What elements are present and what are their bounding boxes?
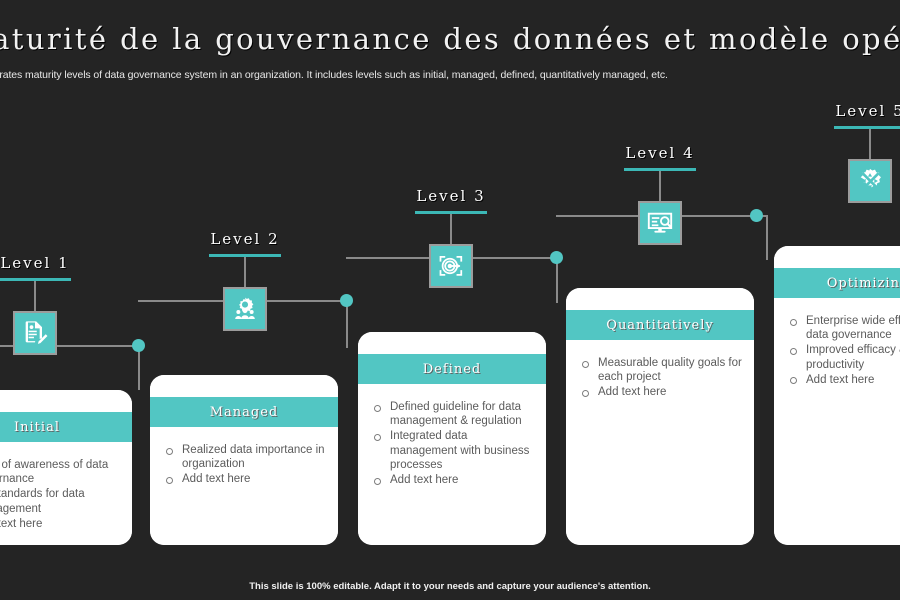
level-label-3: Level 3 <box>416 187 486 205</box>
card-quantitatively-body: Measurable quality goals for each projec… <box>566 340 754 545</box>
card-defined-title: Defined <box>422 361 482 377</box>
card-quantitatively-top <box>566 288 754 310</box>
card-defined-header: Defined <box>358 354 546 384</box>
list-item: Add text here <box>0 517 120 531</box>
level-label-2: Level 2 <box>210 230 280 248</box>
gear-people-icon[interactable] <box>223 287 267 331</box>
target-arrow-icon[interactable] <box>429 244 473 288</box>
card-optimizing-title: Optimizing <box>826 275 900 291</box>
card-initial-body: Lack of awareness of data governance No … <box>0 442 132 545</box>
level-underline-1 <box>0 278 71 281</box>
card-initial[interactable]: Initial Lack of awareness of data govern… <box>0 390 132 545</box>
card-initial-title: Initial <box>14 419 60 435</box>
level-marker-3: Level 3 <box>396 187 506 288</box>
card-managed-body: Realized data importance in organization… <box>150 427 338 545</box>
card-optimizing-top <box>774 246 900 268</box>
level-marker-4: Level 4 <box>605 144 715 245</box>
card-managed-header: Managed <box>150 397 338 427</box>
level-underline-2 <box>209 254 281 257</box>
connector-node-2 <box>340 294 353 307</box>
connector-node-3 <box>550 251 563 264</box>
level-stem-4 <box>659 171 661 201</box>
card-initial-top <box>0 390 132 412</box>
monitor-search-icon[interactable] <box>638 201 682 245</box>
list-item: Add text here <box>372 473 534 487</box>
card-quantitatively-title: Quantitatively <box>606 317 714 333</box>
level-label-5: Level 5 <box>835 102 900 120</box>
rail-h-1 <box>0 345 140 347</box>
level-marker-2: Level 2 <box>190 230 300 331</box>
list-item: Add text here <box>788 373 900 387</box>
document-checklist-icon[interactable] <box>13 311 57 355</box>
list-item: Realized data importance in organization <box>164 443 326 471</box>
card-quantitatively-header: Quantitatively <box>566 310 754 340</box>
list-item: No standards for data management <box>0 487 120 515</box>
level-underline-5 <box>834 126 900 129</box>
rail-v-4 <box>766 215 768 260</box>
level-label-1: Level 1 <box>0 254 70 272</box>
level-marker-1: Level 1 <box>0 254 90 355</box>
rail-v-1 <box>138 345 140 390</box>
card-managed-top <box>150 375 338 397</box>
level-underline-4 <box>624 168 696 171</box>
level-label-4: Level 4 <box>625 144 695 162</box>
card-quantitatively[interactable]: Quantitatively Measurable quality goals … <box>566 288 754 545</box>
card-managed[interactable]: Managed Realized data importance in orga… <box>150 375 338 545</box>
level-stem-3 <box>450 214 452 244</box>
list-item: Measurable quality goals for each projec… <box>580 356 742 384</box>
level-stem-5 <box>869 129 871 159</box>
footer-note: This slide is 100% editable. Adapt it to… <box>249 581 651 592</box>
card-optimizing-body: Enterprise wide effort for data governan… <box>774 298 900 545</box>
list-item: Add text here <box>164 472 326 486</box>
list-item: Defined guideline for data management & … <box>372 400 534 428</box>
gear-optimize-icon[interactable] <box>848 159 892 203</box>
level-underline-3 <box>415 211 487 214</box>
level-stem-2 <box>244 257 246 287</box>
card-optimizing-header: Optimizing <box>774 268 900 298</box>
card-defined-top <box>358 332 546 354</box>
card-defined[interactable]: Defined Defined guideline for data manag… <box>358 332 546 545</box>
card-initial-header: Initial <box>0 412 132 442</box>
card-managed-title: Managed <box>209 404 279 420</box>
card-defined-body: Defined guideline for data management & … <box>358 384 546 545</box>
list-item: Add text here <box>580 385 742 399</box>
connector-node-1 <box>132 339 145 352</box>
connector-node-4 <box>750 209 763 222</box>
page-subtitle: Demonstrates maturity levels of data gov… <box>0 69 668 81</box>
list-item: Enterprise wide effort for data governan… <box>788 314 900 342</box>
level-marker-5: Level 5 <box>815 102 900 203</box>
page-title: Maturité de la gouvernance des données e… <box>0 22 900 56</box>
card-optimizing[interactable]: Optimizing Enterprise wide effort for da… <box>774 246 900 545</box>
list-item: Improved efficacy & productivity <box>788 343 900 371</box>
list-item: Lack of awareness of data governance <box>0 458 120 486</box>
rail-v-3 <box>556 257 558 303</box>
list-item: Integrated data management with business… <box>372 429 534 472</box>
level-stem-1 <box>34 281 36 311</box>
rail-v-2 <box>346 300 348 348</box>
